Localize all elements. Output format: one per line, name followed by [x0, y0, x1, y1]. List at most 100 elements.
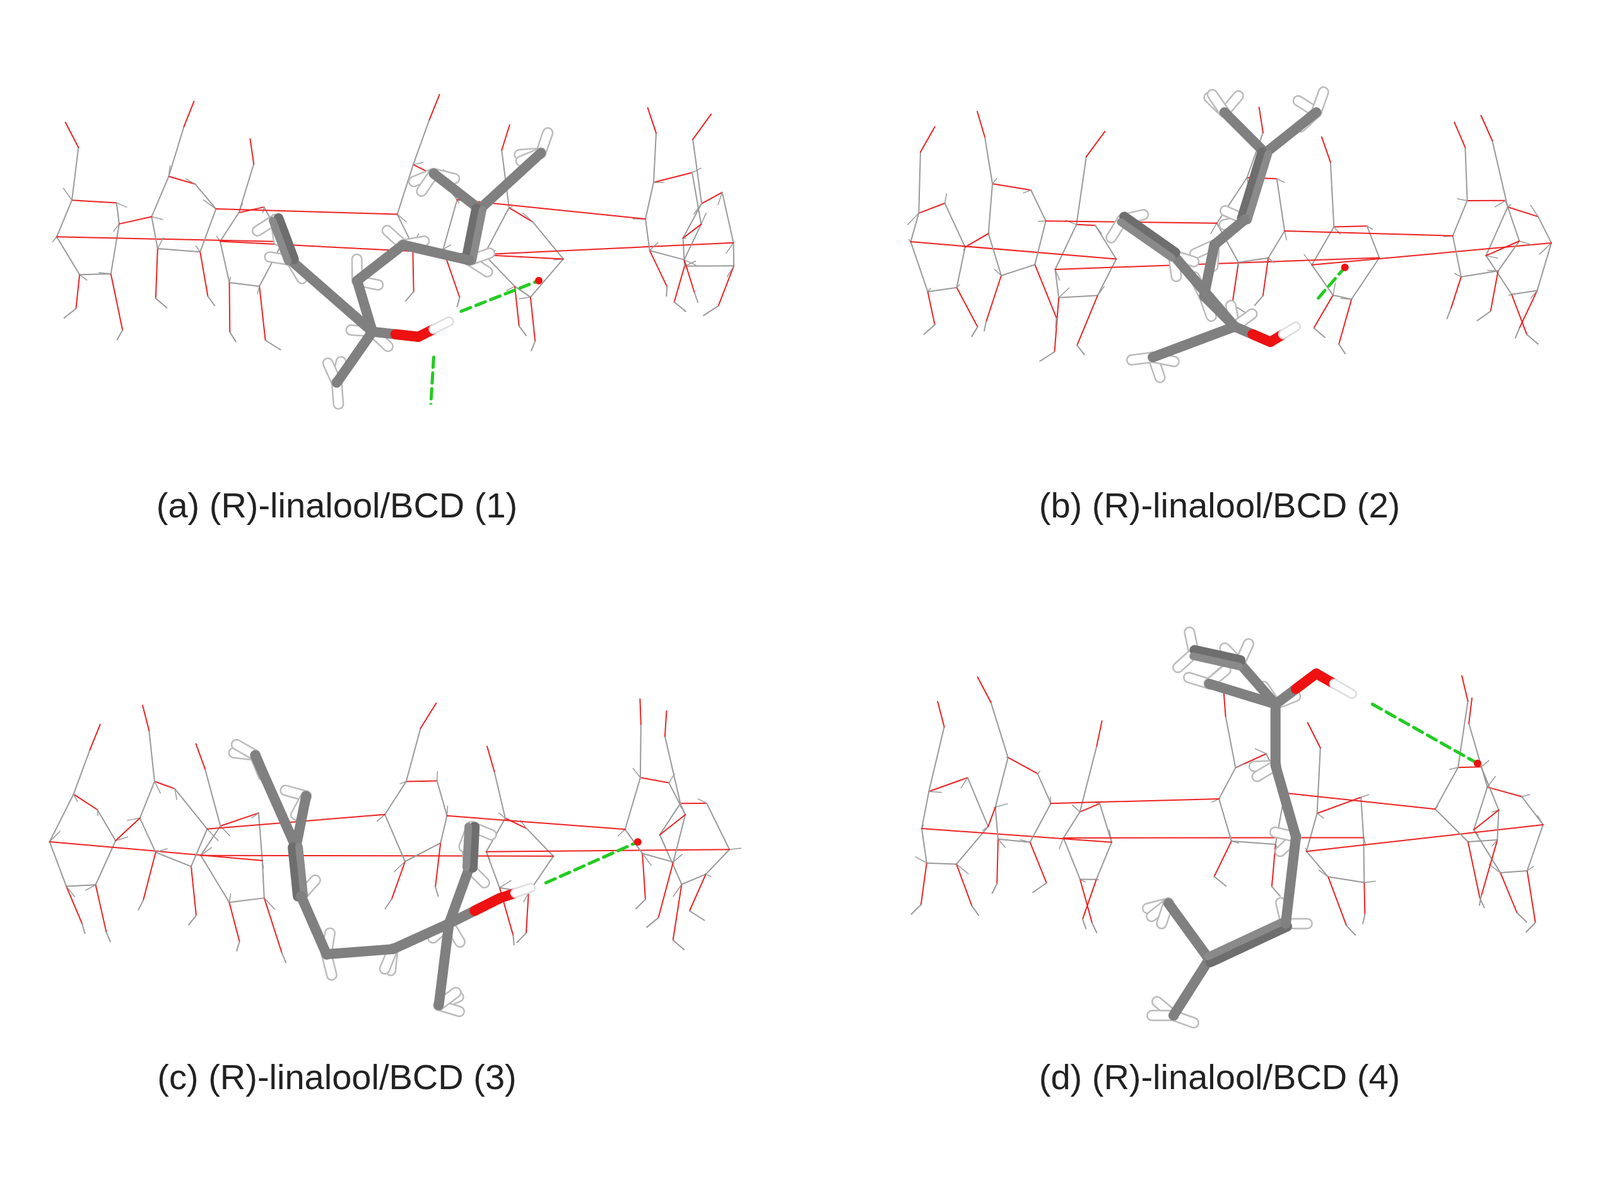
cd-bond [1225, 716, 1236, 768]
hydrogen-stick [515, 887, 531, 893]
cd-bond [66, 886, 83, 925]
cd-bond [1054, 224, 1077, 270]
acceptor-atom [1473, 759, 1482, 768]
carbon-bond [479, 153, 541, 210]
carbon-bond [1224, 112, 1266, 154]
panel-caption: (b) (R)-linalool/BCD (2) [1039, 484, 1401, 526]
cd-bond [1435, 808, 1469, 842]
cd-bond [229, 331, 236, 342]
cd-bond [918, 152, 921, 214]
cd-bond [115, 818, 141, 842]
cd-bond [1492, 839, 1498, 846]
cd-bond [1454, 273, 1461, 277]
cd-bond [945, 193, 948, 204]
cd-bond [249, 138, 254, 165]
cd-bond [995, 806, 999, 840]
cd-bond [645, 218, 650, 251]
cd-bond [960, 777, 968, 788]
cd-bond [910, 241, 928, 292]
carbon-bond [1239, 663, 1276, 705]
cd-bond [49, 830, 60, 842]
cd-bond [155, 248, 158, 299]
cd-bond [1109, 829, 1112, 842]
carbon-bond [299, 846, 305, 896]
cd-bond [1001, 264, 1035, 276]
cd-bond [984, 136, 993, 185]
cd-bond [673, 940, 684, 950]
cd-bond [1276, 178, 1285, 231]
cd-bond [1485, 241, 1520, 256]
cd-bond [1494, 200, 1506, 207]
cd-bond [683, 259, 695, 293]
cd-bond [1051, 798, 1220, 804]
cd-bond [928, 777, 968, 792]
cd-bond [151, 176, 169, 218]
cd-bond [658, 861, 674, 918]
cd-bond [1539, 242, 1552, 255]
cd-bond [668, 773, 675, 783]
cd-bond [982, 826, 989, 831]
cd-bond [1076, 345, 1085, 355]
cd-bond [921, 863, 927, 905]
cd-bond [1223, 690, 1226, 717]
cd-bond [229, 902, 240, 942]
cd-bond [66, 884, 96, 886]
cd-bond [437, 780, 448, 816]
carbon-bond [372, 331, 419, 337]
cd-bond [207, 295, 215, 306]
cd-bond [673, 883, 683, 940]
cd-bond [174, 788, 207, 830]
cd-bond [726, 242, 734, 254]
cd-bond [79, 273, 112, 275]
cd-bond [1080, 803, 1100, 812]
cd-bond [722, 192, 734, 243]
cd-bond [106, 931, 112, 942]
cd-bond [673, 883, 682, 896]
cd-bond [1232, 262, 1239, 305]
cd-bond [412, 245, 414, 292]
cd-bond [140, 818, 156, 853]
cd-bond [71, 200, 117, 203]
cd-bond [533, 222, 564, 260]
carbon-bond [472, 210, 483, 262]
cd-bond [1468, 841, 1481, 898]
cd-bond [113, 223, 120, 232]
cd-bond [446, 805, 448, 816]
cd-bond [442, 199, 457, 250]
cd-bond [1362, 914, 1365, 924]
cd-bond [642, 853, 652, 866]
cd-bond [191, 829, 207, 867]
carbon-bond [300, 895, 327, 954]
cd-bond [1020, 839, 1031, 843]
cd-bond [1097, 286, 1105, 296]
cd-bond [1452, 200, 1468, 236]
cd-bond [928, 791, 942, 793]
cd-bond [264, 897, 283, 953]
cd-bond [1254, 295, 1264, 306]
cd-bond [117, 329, 123, 340]
carbon-bond [1193, 656, 1240, 667]
cd-bond [635, 899, 646, 909]
carbon-bond [336, 331, 373, 383]
hydrogen-stick [1334, 683, 1353, 695]
carbon-bond [1270, 704, 1281, 766]
cd-bond [683, 223, 701, 260]
cd-bond [442, 244, 451, 250]
cd-bond [514, 286, 520, 327]
cd-bond [519, 297, 531, 300]
cd-bond [73, 794, 78, 802]
cd-bond [1034, 220, 1046, 265]
cd-bond [1500, 872, 1517, 913]
cd-bond [1481, 839, 1498, 896]
cd-bond [97, 809, 99, 816]
panel-caption: (a) (R)-linalool/BCD (1) [156, 484, 518, 526]
cd-bond [1076, 156, 1087, 224]
cd-bond [436, 771, 438, 782]
cd-bond [200, 847, 212, 856]
cd-bond [1446, 309, 1451, 319]
cd-bond [1006, 756, 1008, 758]
cd-bond [1063, 811, 1081, 838]
cd-bond [659, 834, 666, 847]
cd-bond [1096, 720, 1102, 746]
cd-bond [659, 803, 681, 835]
